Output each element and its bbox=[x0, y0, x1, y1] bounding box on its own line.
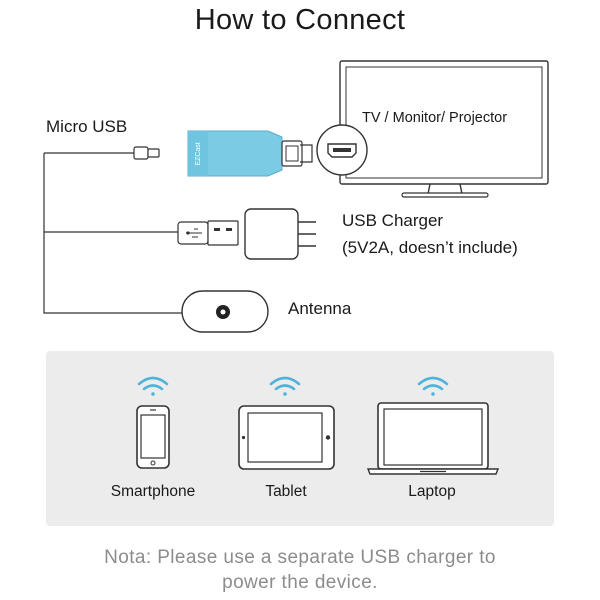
antenna-icon bbox=[181, 290, 269, 333]
wifi-icon bbox=[269, 376, 301, 396]
device-label-tablet: Tablet bbox=[265, 483, 307, 500]
usb-a-plug-icon bbox=[177, 220, 239, 246]
power-note: Nota: Please use a separate USB charger … bbox=[0, 545, 600, 595]
power-note-line2: power the device. bbox=[222, 572, 378, 593]
dongle-brand-text: EZCast bbox=[195, 142, 202, 165]
laptop-icon bbox=[366, 402, 500, 475]
cables bbox=[43, 152, 186, 314]
hdmi-port-icon bbox=[316, 124, 368, 176]
antenna-label: Antenna bbox=[288, 299, 352, 318]
page-title: How to Connect bbox=[194, 4, 406, 36]
tv-label: TV / Monitor/ Projector bbox=[362, 110, 508, 126]
power-note-line1: Nota: Please use a separate USB charger … bbox=[104, 547, 496, 568]
tv-icon bbox=[339, 60, 549, 198]
wifi-icon bbox=[417, 376, 449, 396]
wifi-icon bbox=[137, 376, 169, 396]
main-cable bbox=[43, 153, 186, 314]
smartphone-icon bbox=[136, 405, 170, 469]
micro-usb-label: Micro USB bbox=[46, 117, 128, 136]
tablet-icon bbox=[238, 405, 335, 470]
charger-icon bbox=[244, 208, 316, 260]
device-label-laptop: Laptop bbox=[408, 483, 456, 500]
usb-charger-note: (5V2A, doesn’t include) bbox=[342, 238, 518, 257]
device-label-smartphone: Smartphone bbox=[110, 483, 196, 500]
dongle-icon: EZCast bbox=[187, 130, 313, 177]
usb-charger-label: USB Charger bbox=[342, 211, 444, 230]
micro-usb-plug-icon bbox=[133, 146, 160, 160]
